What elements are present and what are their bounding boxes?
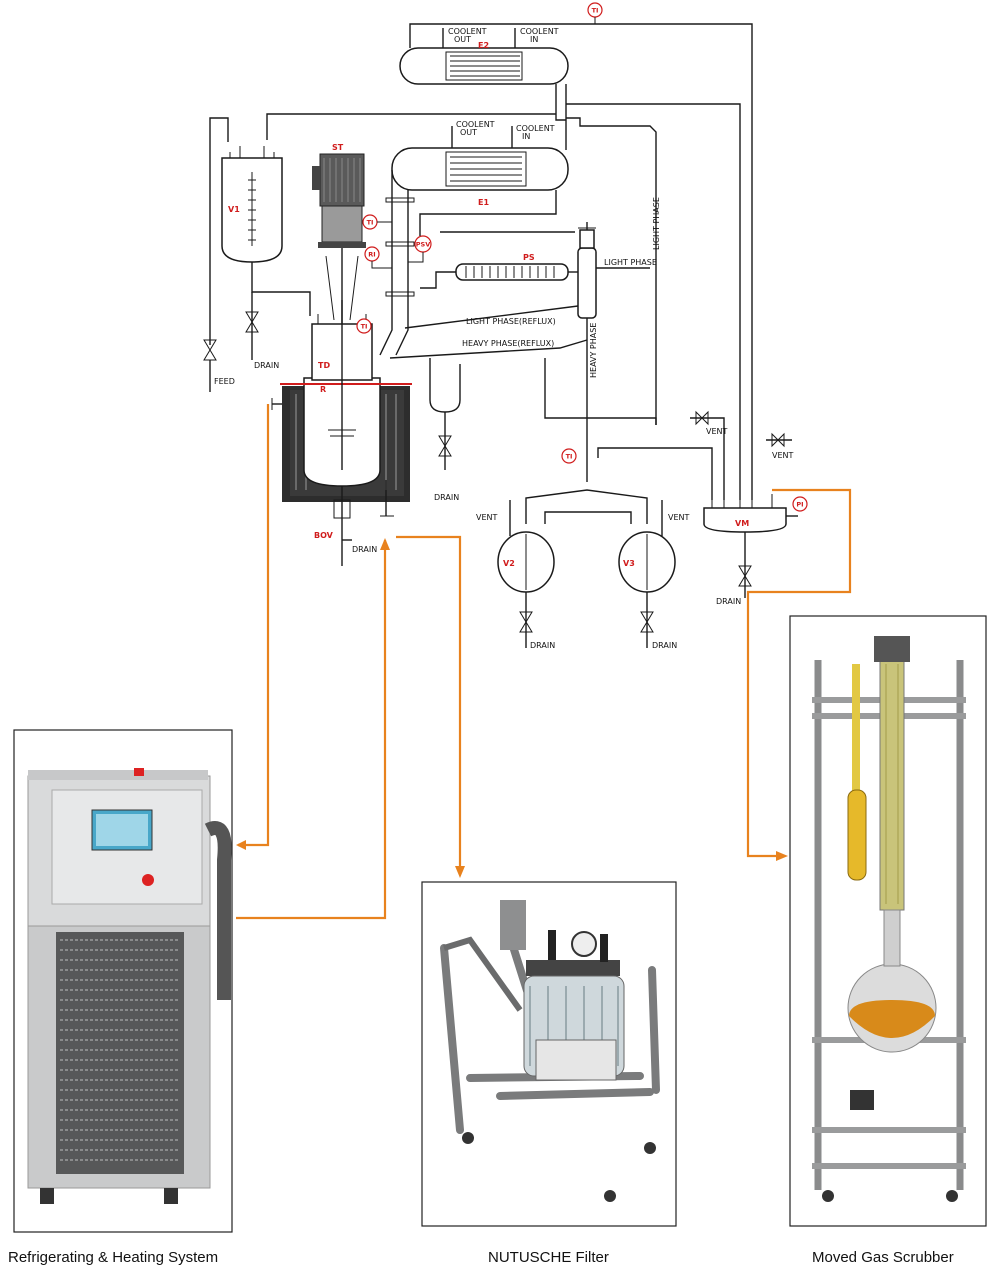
receiver-v3: V3 VENT DRAIN xyxy=(618,500,690,650)
svg-text:PI: PI xyxy=(796,501,803,509)
reactor-drain-label: DRAIN xyxy=(352,545,377,554)
phase-separator-ps: PS LIGHT PHASE xyxy=(420,222,657,340)
e1-tag: E1 xyxy=(478,198,489,207)
svg-text:TI: TI xyxy=(566,453,573,461)
e1-coolant-in-1: COOLENT xyxy=(516,124,555,133)
vacuum-manifold-vm: VM DRAIN PI VENT VENT xyxy=(690,410,808,606)
e2-coolant-out-1: COOLENT xyxy=(448,27,487,36)
caption-scrubber: Moved Gas Scrubber xyxy=(812,1249,954,1266)
heavy-phase-label: HEAVY PHASE xyxy=(589,323,598,378)
svg-text:RI: RI xyxy=(368,251,375,259)
receiver-v2: V2 VENT DRAIN xyxy=(476,500,555,650)
v2-drain-label: DRAIN xyxy=(530,641,555,650)
vm-drain-label: DRAIN xyxy=(716,597,741,606)
svg-text:TI: TI xyxy=(592,7,599,15)
e2-coolant-out-2: OUT xyxy=(454,35,471,44)
caption-refrigerating: Refrigerating & Heating System xyxy=(8,1249,218,1266)
utility-lines xyxy=(236,404,852,920)
ti-indicator-receivers: TI xyxy=(561,448,577,464)
svg-text:TI: TI xyxy=(367,219,374,227)
e2-tag: E2 xyxy=(478,41,489,50)
heavy-phase-reflux-label: HEAVY PHASE(REFLUX) xyxy=(462,339,554,348)
light-phase-vertical: LIGHT PHASE xyxy=(652,197,661,250)
ti-indicator-top: TI xyxy=(587,2,603,18)
v2-vent-label: VENT xyxy=(476,513,498,522)
st-tag: ST xyxy=(332,143,344,152)
reflux-trap: DRAIN xyxy=(429,358,461,502)
condenser-e1: COOLENT OUT COOLENT IN E1 xyxy=(391,120,569,232)
ri-indicator: RI xyxy=(364,246,380,262)
e1-coolant-out-2: OUT xyxy=(460,128,477,137)
receiver-manifold: TI xyxy=(525,440,713,524)
nutsche-filter-photo xyxy=(421,881,677,1227)
light-phase-reflux-label: LIGHT PHASE(REFLUX) xyxy=(466,317,556,326)
td-tag: TD xyxy=(318,361,330,370)
ti-indicator-column: TI xyxy=(362,214,378,230)
psv-indicator: PSV xyxy=(414,235,432,253)
feed-label: FEED xyxy=(214,377,235,386)
svg-text:TI: TI xyxy=(361,323,368,331)
bov-tag: BOV xyxy=(314,531,334,540)
e2-coolant-in-2: IN xyxy=(530,35,538,44)
top-temperature-line: TI xyxy=(409,2,753,500)
vm-tag: VM xyxy=(735,519,749,528)
svg-text:PSV: PSV xyxy=(416,241,430,249)
e2-coolant-in-1: COOLENT xyxy=(520,27,559,36)
pi-indicator: PI xyxy=(792,496,808,512)
stirrer-st: ST xyxy=(312,143,366,440)
condenser-e2: COOLENT OUT COOLENT IN E2 xyxy=(399,27,569,150)
caption-nutsche: NUTUSCHE Filter xyxy=(488,1249,609,1266)
feed-vessel-v1: V1 DRAIN FEED xyxy=(203,146,311,392)
v1-drain-label: DRAIN xyxy=(254,361,279,370)
vm-vent-label-1: VENT xyxy=(706,427,728,436)
e1-coolant-out-1: COOLENT xyxy=(456,120,495,129)
reactor-r: TD R BOV DRAIN xyxy=(271,300,412,566)
v3-tag: V3 xyxy=(623,559,635,568)
gas-scrubber-photo xyxy=(789,615,987,1227)
trap-drain-label: DRAIN xyxy=(434,493,459,502)
refrigerating-heating-photo xyxy=(13,729,233,1233)
v3-vent-label: VENT xyxy=(668,513,690,522)
r-tag: R xyxy=(320,385,326,394)
v1-tag: V1 xyxy=(228,205,240,214)
ps-tag: PS xyxy=(523,253,535,262)
light-phase-right: LIGHT PHASE xyxy=(604,258,657,267)
v2-tag: V2 xyxy=(503,559,515,568)
v3-drain-label: DRAIN xyxy=(652,641,677,650)
vm-vent-label-2: VENT xyxy=(772,451,794,460)
ti-indicator-reactor: TI xyxy=(356,318,372,334)
e1-coolant-in-2: IN xyxy=(522,132,530,141)
